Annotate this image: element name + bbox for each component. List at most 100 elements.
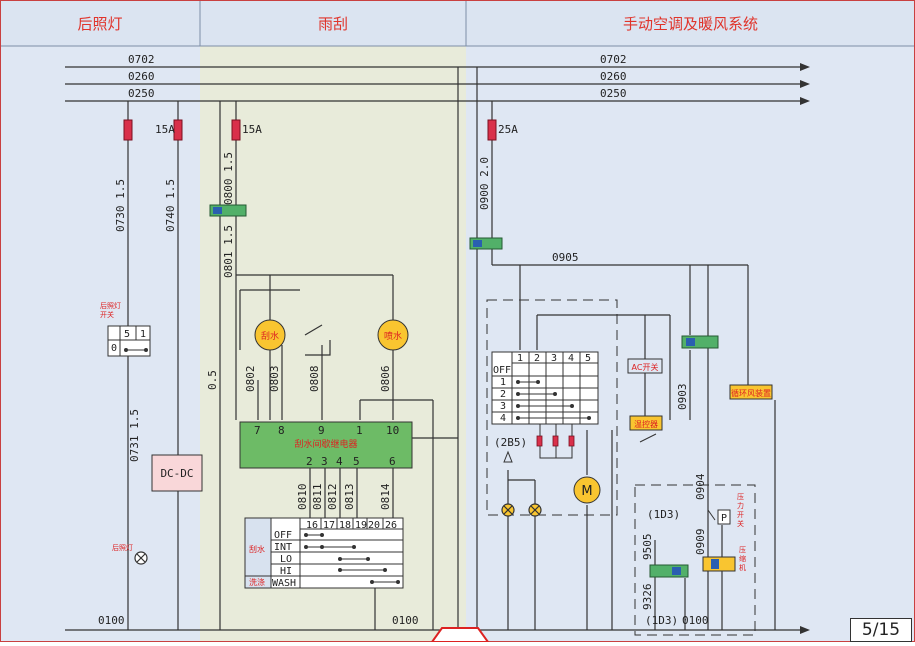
blower-resistor-3 xyxy=(568,435,575,447)
fuse-0800 xyxy=(231,119,241,141)
wire-label-9505: 9505 xyxy=(641,534,654,561)
wiper-switch-pin-0: 16 xyxy=(306,520,318,531)
header-bar xyxy=(0,0,915,46)
rear-lamp-label: 后照灯 xyxy=(112,544,133,552)
blower-switch-row-4: 4 xyxy=(500,413,506,424)
connector-9505 xyxy=(649,564,689,578)
wire-label-0903: 0903 xyxy=(676,384,689,411)
fuse-0730 xyxy=(123,119,133,141)
connector-label-1d3-top: (1D3) xyxy=(647,508,680,521)
wire-label-0100-b: 0100 xyxy=(392,614,419,627)
ac-switch-label: AC开关 xyxy=(632,362,659,372)
wiper-relay xyxy=(239,421,413,469)
wiper-switch-pin-3: 19 xyxy=(355,520,367,531)
dcdc-label: DC-DC xyxy=(160,467,193,480)
wire-label-0802: 0802 xyxy=(244,366,257,393)
wiper-switch-group-wash: 洗涤 xyxy=(249,577,265,587)
wire-label-0731: 0731 1.5 xyxy=(128,409,141,462)
ac-switch xyxy=(627,358,663,374)
rear-light-switch-pin-0: 5 xyxy=(124,329,130,340)
wire-label-0100-c: 0100 xyxy=(682,614,709,627)
washer-motor xyxy=(377,319,409,351)
wiper-switch: 16 17 18 19 20 26 OFF INT LO HI WASH 刮水 … xyxy=(244,517,404,589)
relay-top-pin-2: 9 xyxy=(318,424,325,437)
wire-label-0730: 0730 1.5 xyxy=(114,179,127,232)
relay-top-pin-3: 1 xyxy=(356,424,363,437)
recirc-unit xyxy=(729,384,773,400)
blower-switch-row-3: 3 xyxy=(500,401,506,412)
wiper-switch-pin-1: 17 xyxy=(323,520,335,531)
wiper-switch-row-0: OFF xyxy=(274,530,292,541)
bus-label-left-1: 0260 xyxy=(128,70,155,83)
fuse-f3-rating: 25A xyxy=(498,123,518,136)
blower-switch-pin-1: 2 xyxy=(534,353,540,364)
fuse-f1-rating: 15A xyxy=(155,123,175,136)
relay-top-pin-4: 10 xyxy=(386,424,399,437)
rear-light-switch-label: 后照灯 开关 xyxy=(100,302,121,319)
wiper-switch-row-1: INT xyxy=(274,542,292,553)
wiper-switch-group-wiper: 刮水 xyxy=(249,544,265,554)
blower-switch-pin-3: 4 xyxy=(568,353,574,364)
wiper-switch-pin-5: 26 xyxy=(385,520,397,531)
bus-label-left-2: 0250 xyxy=(128,87,155,100)
wire-label-0806: 0806 xyxy=(379,366,392,393)
pressure-switch-symbol: P xyxy=(721,513,727,524)
thermostat xyxy=(629,415,663,431)
pressure-switch xyxy=(717,509,731,525)
blower-switch-pin-4: 5 xyxy=(585,353,591,364)
relay-bottom-pin-4: 6 xyxy=(389,455,396,468)
thermostat-label: 温控器 xyxy=(634,419,658,429)
washer-motor-label: 喷水 xyxy=(384,330,402,342)
wire-label-0801: 0801 1.5 xyxy=(222,225,235,278)
blower-resistor-2 xyxy=(552,435,559,447)
wire-label-0904: 0904 xyxy=(694,473,707,500)
wire-label-0100-a: 0100 xyxy=(98,614,125,627)
relay-bottom-pin-3: 5 xyxy=(353,455,360,468)
blower-switch-pin-2: 3 xyxy=(551,353,557,364)
page-indicator: 5/15 xyxy=(850,618,912,642)
blower-motor-label: M xyxy=(581,484,592,499)
wire-label-0800: 0800 1.5 xyxy=(222,152,235,205)
bus-label-right-2: 0250 xyxy=(600,87,627,100)
relay-label: 刮水间歇继电器 xyxy=(294,438,357,450)
blower-resistor-1 xyxy=(536,435,543,447)
wire-label-0909: 0909 xyxy=(694,529,707,556)
wire-label-05: 0.5 xyxy=(206,370,219,390)
wiper-switch-row-3: HI xyxy=(280,566,292,577)
wire-label-0803: 0803 xyxy=(268,366,281,393)
relay-top-pin-0: 7 xyxy=(254,424,261,437)
fuse-0900 xyxy=(487,119,497,141)
dcdc-box xyxy=(151,454,203,492)
wiper-motor-label: 刮水 xyxy=(261,330,279,342)
connector-0801 xyxy=(209,204,247,217)
bus-label-left-0: 0702 xyxy=(128,53,155,66)
compressor-label: 压 缩 机 xyxy=(739,546,746,572)
blower-switch-row-0: OFF xyxy=(493,365,511,376)
relay-bottom-pin-1: 3 xyxy=(321,455,328,468)
connector-label-1d3-bottom: (1D3) xyxy=(645,614,678,627)
wire-label-0814: 0814 xyxy=(379,483,392,510)
wire-label-0740: 0740 1.5 xyxy=(164,179,177,232)
wiper-switch-row-4: WASH xyxy=(272,578,296,589)
wire-label-0813: 0813 xyxy=(343,484,356,511)
wire-label-0905: 0905 xyxy=(552,251,579,264)
recirc-label: 循环风装置 xyxy=(731,388,771,398)
section-header-ac: 手动空调及暖风系统 xyxy=(622,14,758,33)
blower-switch-row-2: 2 xyxy=(500,389,506,400)
blower-switch-row-1: 1 xyxy=(500,377,506,388)
blower-motor xyxy=(573,476,601,504)
pressure-switch-label: 压 力 开 关 xyxy=(737,493,744,528)
blower-switch: 1 2 3 4 5 OFF 1 2 3 4 xyxy=(491,351,599,425)
connector-0900 xyxy=(469,237,503,250)
relay-top-pin-1: 8 xyxy=(278,424,285,437)
wiper-switch-pin-2: 18 xyxy=(339,520,351,531)
fuse-0740 xyxy=(173,119,183,141)
wire-label-0808: 0808 xyxy=(308,366,321,393)
section-header-wiper: 雨刮 xyxy=(317,14,348,33)
wire-label-0811: 0811 xyxy=(311,484,324,511)
wiper-motor xyxy=(254,319,286,351)
fuse-f2-rating: 15A xyxy=(242,123,262,136)
wire-label-0812: 0812 xyxy=(326,484,339,511)
